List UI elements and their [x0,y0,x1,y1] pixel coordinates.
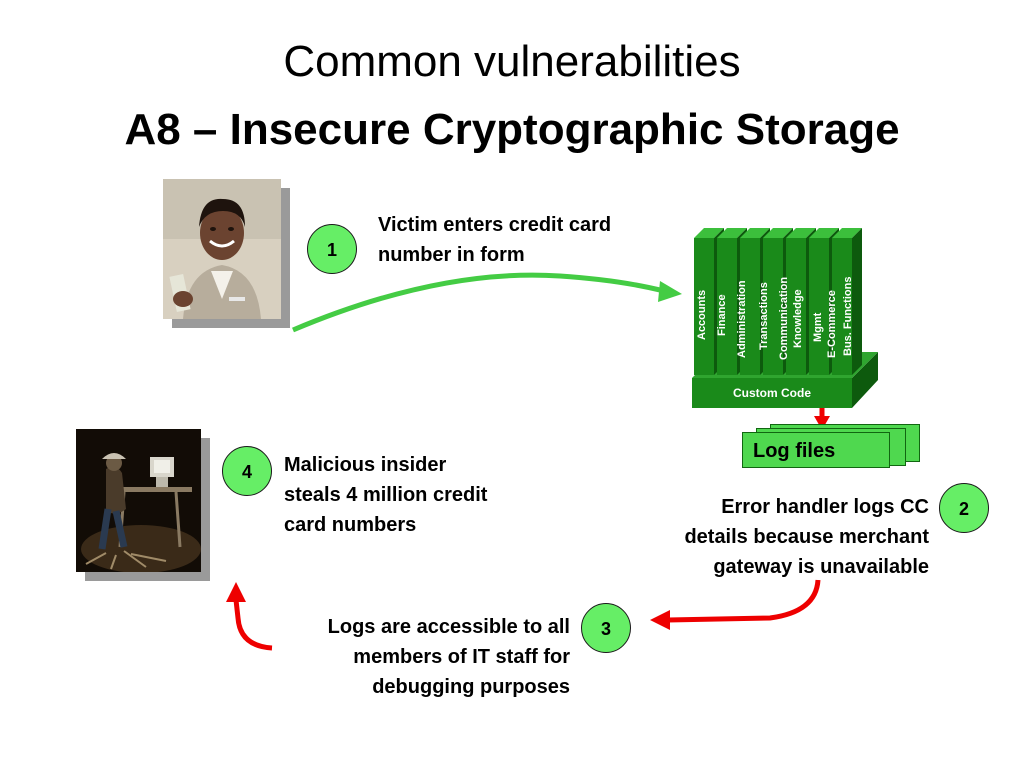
module-column [809,238,829,375]
step-4-line3: card numbers [284,514,417,536]
step-2-line2: details because merchant [684,526,929,548]
module-label: Communication [778,276,790,360]
application-stack-icon [692,228,878,408]
module-label: Bus. Functions [842,276,854,356]
step-1-line2: number in form [378,244,525,266]
module-label: Finance [716,294,728,336]
module-column [832,238,852,375]
step-1-badge: 1 [307,224,357,274]
module-column [717,238,737,375]
step-2-text: Error handler logs CC details because me… [620,492,929,582]
step-2-line1: Error handler logs CC [721,496,929,518]
step-4-badge: 4 [222,446,272,496]
module-column-side [852,228,862,375]
step-4-line2: steals 4 million credit [284,484,488,506]
insider-photo [76,429,201,572]
red-arrow-2-to-3 [667,579,821,623]
step-3-line1: Logs are accessible to all [327,616,570,638]
step-3-line3: debugging purposes [372,676,570,698]
module-column [786,238,806,375]
green-arrowhead [658,281,682,302]
red-arrowhead-3-to-4 [226,582,246,602]
module-column [740,238,760,375]
custom-code-label: Custom Code [733,386,811,400]
module-label: Administration [736,280,748,358]
step-2-badge: 2 [939,483,989,533]
log-files-label: Log files [742,432,890,468]
step-3-line2: members of IT staff for [353,646,570,668]
step-1-line1: Victim enters credit card [378,214,612,236]
step-2-line3: gateway is unavailable [713,556,929,578]
red-down-arrowhead [814,416,830,430]
step-1-text: Victim enters credit card number in form [378,210,668,270]
slide-title-line1: Common vulnerabilities [283,37,741,86]
step-4-line1: Malicious insider [284,454,447,476]
step-3-badge: 3 [581,603,631,653]
step-3-text: Logs are accessible to all members of IT… [270,612,570,702]
step-4-text: Malicious insider steals 4 million credi… [284,450,544,540]
module-column [763,238,783,375]
module-column [694,238,714,375]
module-label: Accounts [696,289,708,340]
victim-photo-icon [163,179,281,319]
module-label: Transactions [758,282,770,350]
victim-photo [163,179,281,319]
module-label: Mgmt [812,312,824,342]
application-stack: Custom Code Accounts Finance Administratio… [690,220,880,408]
module-label: Knowledge [792,289,804,348]
green-flow-arrow [292,272,665,333]
red-arrowhead-2-to-3 [650,610,670,630]
module-label: E-Commerce [826,290,838,358]
insider-photo-icon [76,429,201,572]
slide-title-line2: A8 – Insecure Cryptographic Storage [124,105,900,154]
red-arrow-3-to-4 [233,599,273,651]
